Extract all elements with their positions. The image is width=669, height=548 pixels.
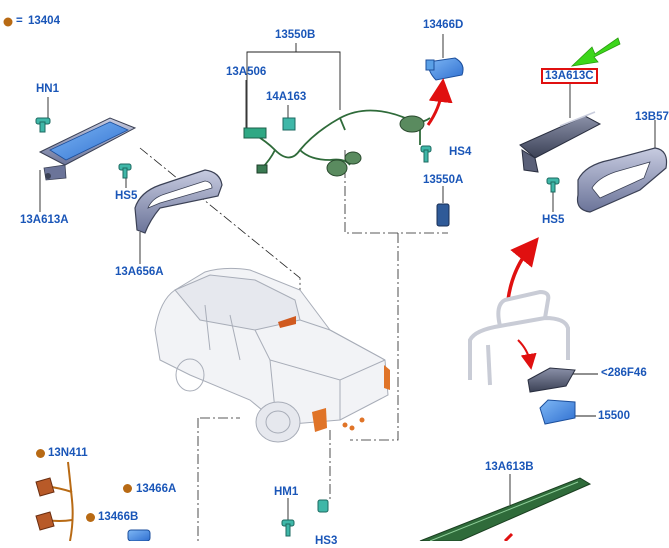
harness-connectors [243,115,425,177]
legend-equals: = [16,15,23,27]
label-13466A[interactable]: 13466A [136,483,177,495]
label-14A163[interactable]: 14A163 [266,91,307,103]
label-13N411[interactable]: 13N411 [48,447,88,459]
wiring-harness-13N411 [44,461,74,541]
label-13466D[interactable]: 13466D [423,19,464,31]
label-13A613C-highlighted[interactable]: 13A613C [541,68,598,84]
label-HM1[interactable]: HM1 [274,486,299,498]
hs5-fastener-right [546,177,560,193]
label-286F46[interactable]: <286F46 [601,367,647,379]
green-pointer-arrow-icon [570,37,621,67]
label-15500[interactable]: 15500 [598,410,630,422]
hm1-fastener [281,519,295,537]
label-HN1[interactable]: HN1 [36,83,60,95]
label-13A656A[interactable]: 13A656A [115,266,164,278]
legend-dot-icon [123,484,132,493]
red-curved-arrow-icon [426,78,453,126]
hs4-fastener [420,145,432,163]
label-HS4[interactable]: HS4 [449,146,472,158]
bezel-13B57 [576,147,668,213]
red-curved-arrow-icon [506,237,539,301]
pickup-truck [154,267,389,443]
connector-13550A [436,203,450,227]
label-13A613A[interactable]: 13A613A [20,214,69,226]
label-HS5-right[interactable]: HS5 [542,214,565,226]
label-13466B[interactable]: 13466B [98,511,139,523]
label-13B57[interactable]: 13B57 [635,111,669,123]
roll-bar-frame [468,289,570,386]
label-13A506[interactable]: 13A506 [226,66,267,78]
hs3-fastener [317,499,329,513]
legend-dot-icon [36,449,45,458]
13N411-connectors [35,477,55,531]
red-curved-arrow-icon [503,532,514,541]
bulb-socket-13466D [425,57,464,81]
red-curved-arrow-icon [517,339,537,370]
label-HS3[interactable]: HS3 [315,535,338,547]
label-HS5-left[interactable]: HS5 [115,190,138,202]
high-mount-lamp-13A613C [519,111,602,173]
high-mount-lamp-13A613A [38,117,137,181]
legend-dot-icon [86,513,95,522]
hn1-fastener [35,117,51,133]
hs5-fastener-left [118,163,132,179]
label-13A613B[interactable]: 13A613B [485,461,534,473]
bulb-13466B [127,529,151,541]
label-13550B[interactable]: 13550B [275,29,316,41]
label-13550A[interactable]: 13550A [423,174,464,186]
legend-code[interactable]: 13404 [28,15,60,27]
truck-lamps [278,316,390,432]
lamp-15500 [539,399,576,425]
legend-dot-icon [3,17,13,27]
lamp-286F46 [527,367,576,393]
bezel-13A656A [134,169,223,234]
